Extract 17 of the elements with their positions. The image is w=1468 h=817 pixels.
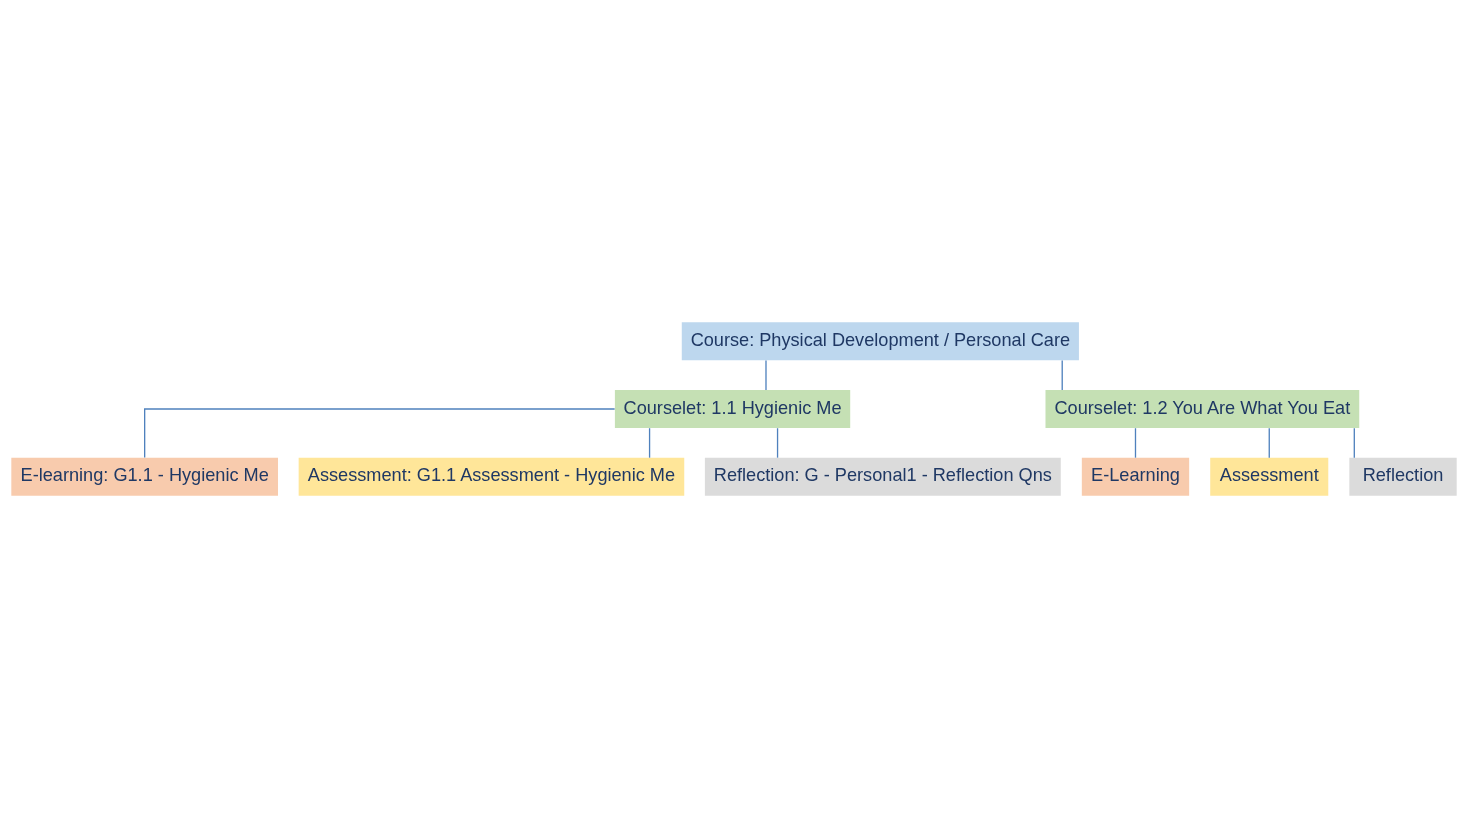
node-box: E-learning: G1.1 - Hygienic Me bbox=[11, 457, 278, 496]
connector bbox=[144, 407, 616, 458]
node-box: Assessment bbox=[1210, 457, 1329, 496]
connector bbox=[1134, 427, 1137, 458]
node-box: Assessment: G1.1 Assessment - Hygienic Me bbox=[298, 457, 685, 496]
node-box: Reflection bbox=[1349, 457, 1457, 496]
node-box: Courselet: 1.2 You Are What You Eat bbox=[1045, 389, 1360, 428]
node-box: Reflection: G - Personal1 - Reflection Qns bbox=[704, 457, 1061, 496]
connector bbox=[776, 427, 779, 458]
connector bbox=[1268, 427, 1270, 458]
node-box: E-Learning bbox=[1081, 457, 1190, 496]
node-box: Courselet: 1.1 Hygienic Me bbox=[614, 389, 851, 428]
connector bbox=[1353, 427, 1355, 458]
connector bbox=[648, 427, 651, 458]
connector bbox=[1061, 359, 1063, 391]
connector bbox=[765, 359, 767, 391]
node-box: Course: Physical Development / Personal Care bbox=[681, 321, 1079, 360]
